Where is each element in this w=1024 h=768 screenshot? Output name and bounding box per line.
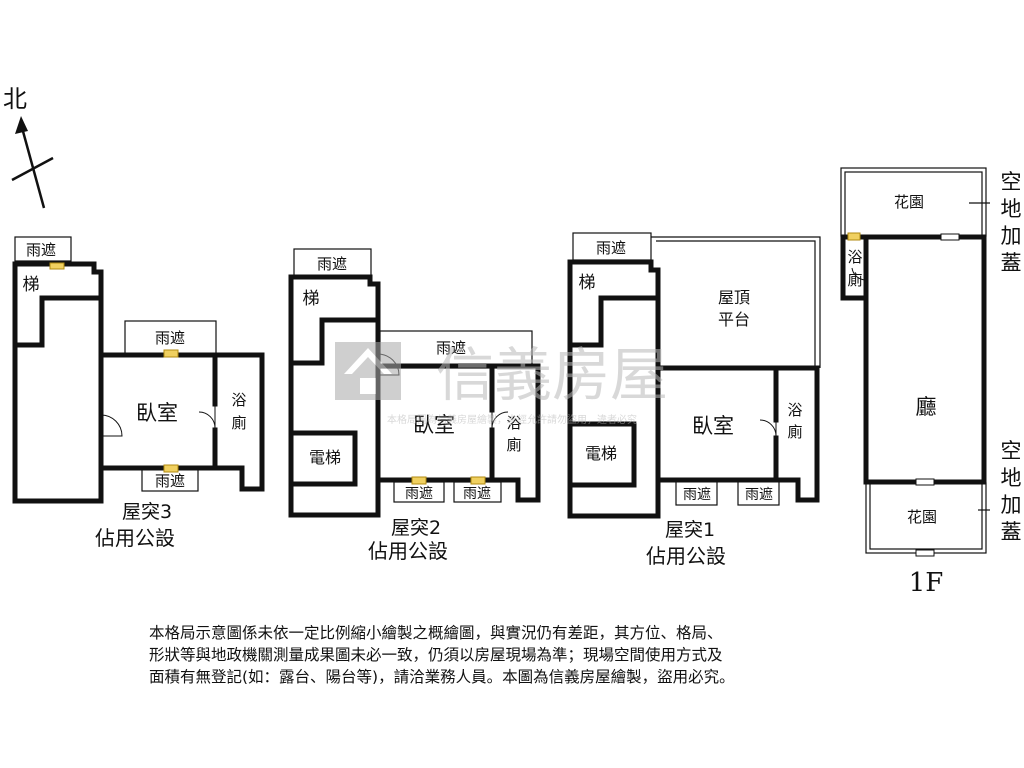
- terrace-label-1: 屋頂: [718, 288, 750, 307]
- unit-title: 屋突2: [391, 517, 441, 539]
- garden-bottom-label: 花園: [907, 508, 937, 526]
- annex-bottom: 空 地 加 蓋: [1001, 439, 1022, 544]
- canopy-top: [14, 236, 72, 262]
- disclaimer-line-2: 形狀等與地政機關測量成果圖未必一致，仍須以房屋現場為準；現場空間使用方式及: [149, 646, 723, 664]
- bath-label-bottom: 廁: [231, 414, 246, 432]
- bath-label-top: 浴: [506, 414, 521, 432]
- canopy-b2-label: 雨遮: [463, 486, 491, 502]
- elevator-label: 電梯: [585, 444, 617, 463]
- terrace-label-2: 平台: [718, 310, 750, 329]
- annex-bottom-char-1: 空: [1001, 439, 1022, 463]
- terrace-outer: [651, 236, 821, 368]
- door-bath: [491, 410, 509, 429]
- disclaimer-line-3: 面積有無登記(如：露台、陽台等)，請洽業務人員。本圖為信義房屋繪製，盜用必究。: [149, 668, 735, 686]
- unit-roof1: 雨遮 雨遮 雨遮 梯 屋頂 平台 電梯 臥室 浴 廁 屋突1 佔用公設: [567, 232, 821, 568]
- wall-outline-main: [288, 274, 541, 518]
- unit-subtitle: 佔用公設: [368, 539, 448, 563]
- unit-roof3: 雨遮 雨遮 雨遮 梯 臥室 浴 廁 屋突3 佔用公設: [12, 236, 265, 550]
- stairs-label: 梯: [23, 275, 40, 295]
- stairs-label: 梯: [579, 273, 596, 293]
- annex-top-char-4: 蓋: [1001, 251, 1022, 275]
- canopy-top-label: 雨遮: [596, 239, 626, 257]
- bath-label-top: 浴: [787, 401, 802, 419]
- bath-label-bottom: 廁: [847, 271, 862, 289]
- bath-label-bottom: 廁: [506, 436, 521, 454]
- disclaimer-line-1: 本格局示意圖係未依一定比例縮小繪製之概繪圖，與實況仍有差距，其方位、格局、: [149, 624, 723, 642]
- bedroom-label: 臥室: [692, 414, 734, 438]
- north-arrow: 北: [3, 85, 54, 209]
- north-label: 北: [3, 85, 27, 113]
- window-bedroom-right: [470, 476, 486, 485]
- watermark-brand: 信義房屋: [436, 341, 668, 409]
- bedroom-label: 臥室: [136, 401, 178, 425]
- wall-living: [863, 234, 987, 485]
- wall-outline-top: [12, 261, 104, 467]
- watermark-notice: 本格局圖為信義房屋繪製，未經允許請勿盜用，違者必究: [387, 413, 637, 426]
- canopy-bottom-label: 雨遮: [155, 472, 185, 490]
- annex-top: 空 地 加 蓋: [1001, 170, 1022, 275]
- door-bath: [198, 404, 216, 429]
- unit-subtitle: 佔用公設: [95, 526, 175, 550]
- floor-title: 1F: [909, 568, 944, 598]
- disclaimer: 本格局示意圖係未依一定比例縮小繪製之概繪圖，與實況仍有差距，其方位、格局、 形狀…: [149, 622, 889, 688]
- canopy-top-label: 雨遮: [26, 241, 56, 259]
- wall-stair: [288, 317, 381, 366]
- window-bedroom-bottom: [163, 464, 179, 473]
- unit-floor1: 花園 浴 廁 廳 花園 空 地 加 蓋 空 地 加 蓋 1F: [840, 167, 1022, 598]
- north-arrow-shaft: [19, 123, 46, 209]
- canopy-b2-label: 雨遮: [745, 487, 773, 503]
- unit-title: 屋突3: [122, 501, 172, 523]
- canopy-top-label: 雨遮: [317, 255, 347, 273]
- elevator-label: 電梯: [309, 448, 341, 467]
- window-garden-bottom: [915, 549, 935, 557]
- bedroom-label: 臥室: [413, 413, 455, 437]
- wall-elevator: [567, 421, 637, 488]
- wall-stair: [12, 295, 104, 348]
- door-entry: [100, 414, 123, 437]
- bath-label-top: 浴: [847, 248, 862, 266]
- north-arrow-head: [15, 116, 28, 134]
- living-label: 廳: [916, 395, 937, 419]
- annex-bottom-char-4: 蓋: [1001, 520, 1022, 544]
- annex-top-char-2: 地: [1001, 197, 1022, 221]
- brand-logo-icon: [335, 342, 401, 400]
- unit-subtitle: 佔用公設: [646, 544, 726, 568]
- canopy-b1-label: 雨遮: [683, 487, 711, 503]
- door-bath: [759, 419, 777, 437]
- window-bedroom-left: [411, 476, 427, 485]
- annex-top-char-1: 空: [1001, 170, 1022, 194]
- wall-stair: [567, 295, 661, 348]
- annex-bottom-char-3: 加: [1001, 493, 1022, 517]
- garden-top-label: 花園: [894, 193, 924, 211]
- window-living-bottom: [915, 478, 935, 486]
- window-bedroom-top: [163, 349, 179, 358]
- north-arrow-crossbar: [11, 156, 54, 182]
- unit-title: 屋突1: [665, 519, 715, 541]
- window-living-top: [940, 233, 960, 241]
- wall-outline-main: [567, 259, 820, 519]
- wall-outline-main: [12, 261, 265, 504]
- wall-outline-top: [567, 259, 661, 483]
- bath-label-top: 浴: [231, 391, 246, 409]
- watermark: 信義房屋 本格局圖為信義房屋繪製，未經允許請勿盜用，違者必究: [335, 341, 668, 426]
- stairs-label: 梯: [303, 289, 320, 309]
- canopy-b1-label: 雨遮: [405, 486, 433, 502]
- canopy-mid-label: 雨遮: [436, 339, 466, 357]
- annex-top-char-3: 加: [1001, 224, 1022, 248]
- bath-label-bottom: 廁: [787, 423, 802, 441]
- annex-bottom-char-2: 地: [1001, 466, 1022, 490]
- door-bath: [851, 258, 867, 281]
- wall-elevator: [288, 430, 358, 487]
- terrace-inner: [656, 240, 816, 368]
- window-bath: [847, 232, 861, 241]
- window-stair: [49, 262, 65, 270]
- canopy-mid-label: 雨遮: [155, 329, 185, 347]
